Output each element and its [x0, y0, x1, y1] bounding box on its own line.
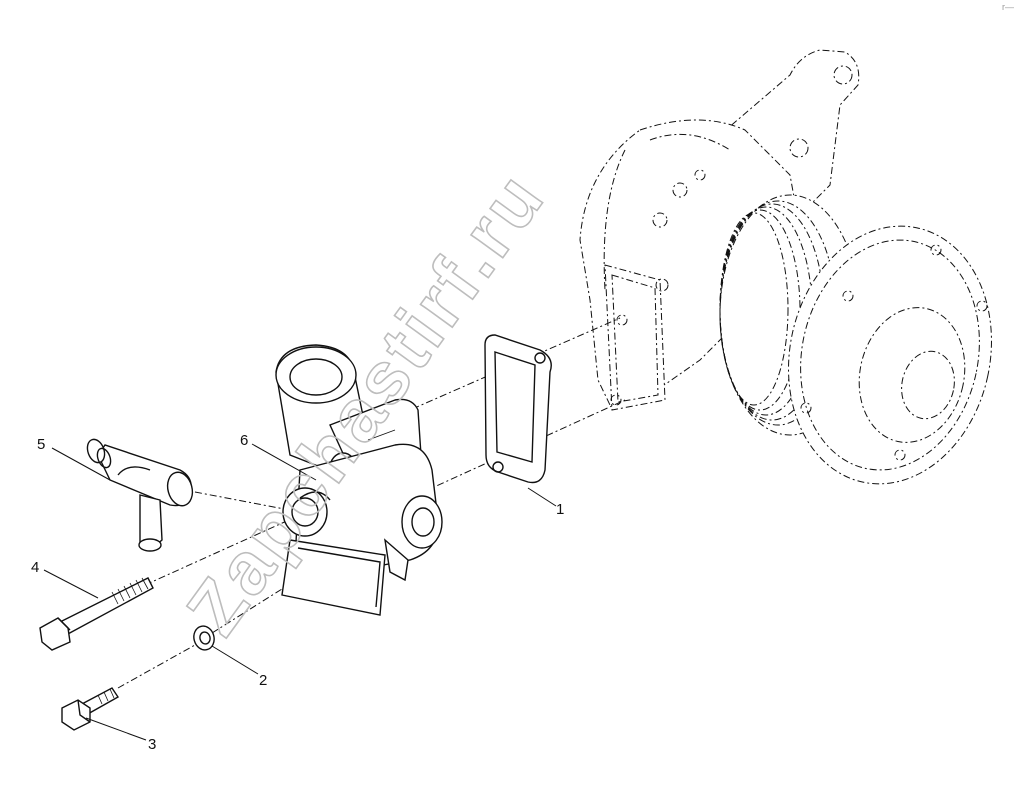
callout-numbers: 1 2 3 4 5 6 [31, 432, 564, 753]
tee-fitting-part-5 [86, 438, 194, 552]
corner-mark: r— [1002, 2, 1014, 12]
water-pump-phantom [579, 49, 992, 485]
washer-part-2 [193, 625, 215, 651]
gasket-part-1 [484, 334, 552, 484]
leader-lines [43, 443, 557, 741]
callout-5: 5 [37, 436, 45, 453]
callout-2: 2 [259, 672, 267, 689]
callout-3: 3 [148, 736, 156, 753]
callout-1: 1 [556, 501, 564, 518]
callout-4: 4 [31, 559, 39, 576]
thermostat-housing-part-6 [275, 344, 443, 616]
bolt-part-3 [61, 687, 120, 731]
long-bolt-part-4 [39, 577, 154, 651]
callout-6: 6 [240, 432, 248, 449]
